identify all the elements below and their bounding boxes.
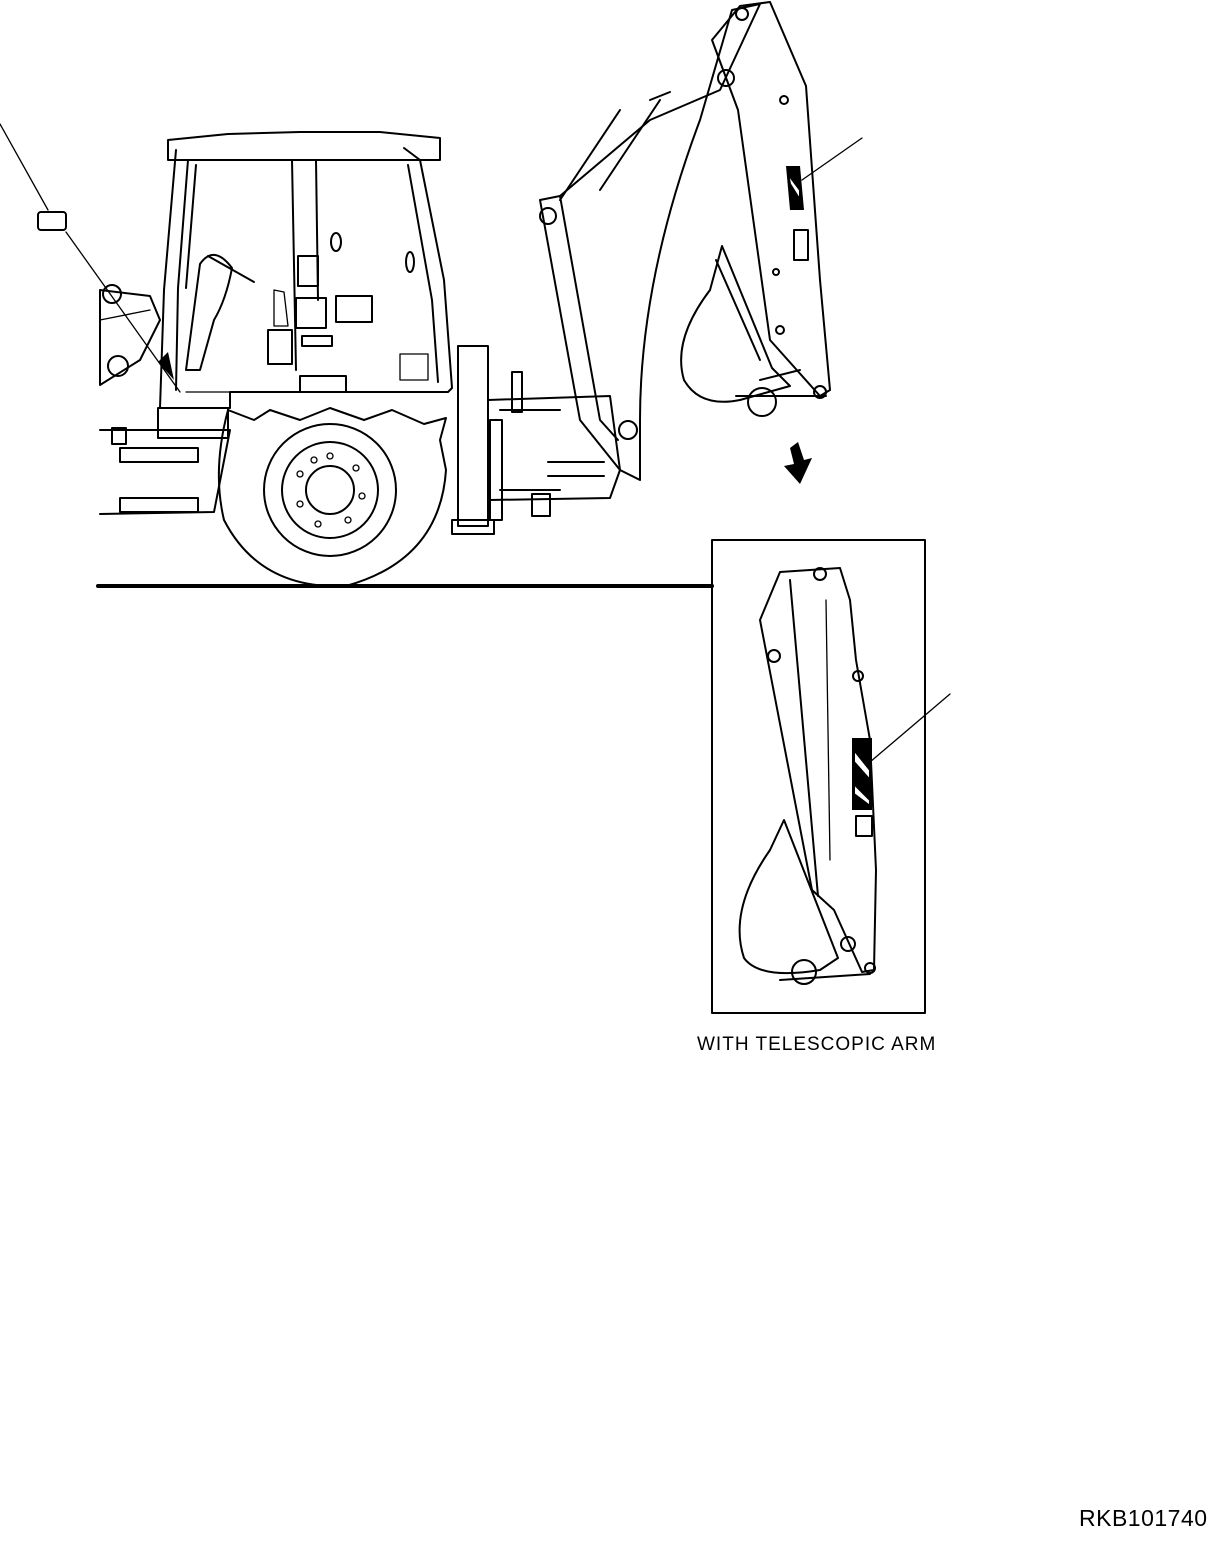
telescopic-arm bbox=[738, 567, 951, 985]
callout-leader-left bbox=[0, 123, 181, 393]
backhoe-boom bbox=[539, 3, 761, 481]
bucket bbox=[680, 245, 827, 417]
dipper-arm bbox=[711, 1, 863, 397]
cab bbox=[157, 131, 453, 439]
inset-frame bbox=[711, 539, 926, 1014]
front-loader-frame bbox=[99, 284, 231, 515]
rear-wheel bbox=[217, 407, 447, 588]
down-arrow-icon bbox=[784, 442, 812, 484]
drawing-number: RKB101740 bbox=[1079, 1505, 1208, 1531]
inset-caption: WITH TELESCOPIC ARM bbox=[697, 1034, 937, 1055]
